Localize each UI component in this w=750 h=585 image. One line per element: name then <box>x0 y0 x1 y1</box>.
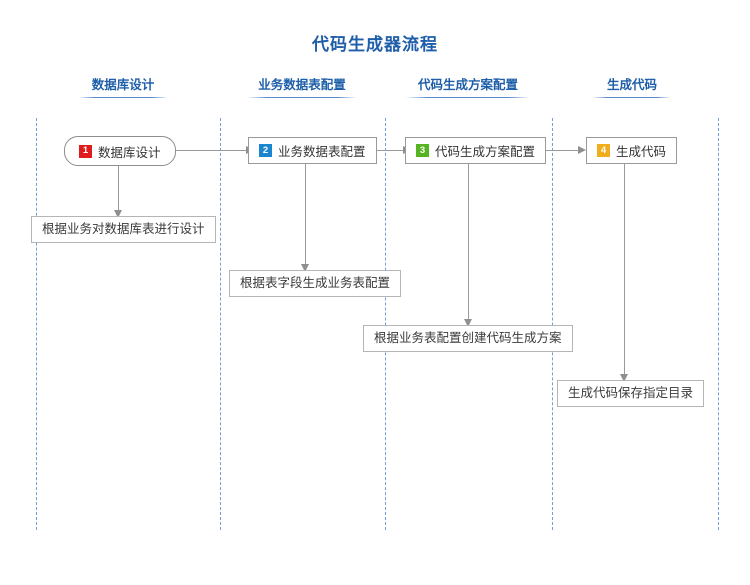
node-label-1: 数据库设计 <box>98 145 161 160</box>
arrowhead-node3-to-note3 <box>463 319 472 327</box>
page-title: 代码生成器流程 <box>312 35 438 54</box>
arrowhead-node4-to-note4 <box>619 374 628 382</box>
node-label-4: 生成代码 <box>616 145 667 159</box>
connector-node1-to-node2 <box>170 150 248 152</box>
lane-divider-1 <box>36 118 37 530</box>
step-badge-4: 4 <box>597 144 610 157</box>
node-step-3-code-gen-plan-config[interactable]: 3 代码生成方案配置 <box>405 137 547 164</box>
arrowhead-node1-to-note1 <box>113 210 122 218</box>
node-label-2: 业务数据表配置 <box>278 145 366 159</box>
node-label-3: 代码生成方案配置 <box>435 145 536 159</box>
connector-node4-to-note4 <box>624 164 626 378</box>
arrowhead-node2-to-note2 <box>300 264 309 272</box>
column-header-business-table-config: 业务数据表配置 <box>253 74 351 98</box>
step-badge-1: 1 <box>79 144 92 158</box>
column-header-generate-code: 生成代码 <box>597 74 667 98</box>
note-box-2: 根据表字段生成业务表配置 <box>229 270 402 297</box>
lane-divider-5 <box>718 118 719 530</box>
note-box-1: 根据业务对数据库表进行设计 <box>31 216 216 243</box>
node-step-1-database-design[interactable]: 1 数据库设计 <box>64 136 176 166</box>
node-step-2-business-table-config[interactable]: 2 业务数据表配置 <box>248 137 377 164</box>
connector-node3-to-note3 <box>468 164 470 323</box>
note-box-4: 生成代码保存指定目录 <box>557 380 705 407</box>
lane-divider-3 <box>385 118 386 530</box>
step-badge-2: 2 <box>259 144 272 157</box>
lane-divider-2 <box>220 118 221 530</box>
column-header-database-design: 数据库设计 <box>83 74 163 98</box>
connector-node1-to-note1 <box>118 166 120 214</box>
note-box-3: 根据业务表配置创建代码生成方案 <box>363 325 573 352</box>
arrowhead-node3-to-node4 <box>578 145 586 154</box>
step-badge-3: 3 <box>416 144 429 157</box>
connector-node2-to-note2 <box>305 164 307 268</box>
lane-divider-4 <box>552 118 553 530</box>
column-header-code-gen-plan-config: 代码生成方案配置 <box>412 74 524 98</box>
connector-node3-to-node4 <box>527 150 580 152</box>
connector-node2-to-node3 <box>361 150 405 152</box>
node-step-4-generate-code[interactable]: 4 生成代码 <box>586 137 678 164</box>
